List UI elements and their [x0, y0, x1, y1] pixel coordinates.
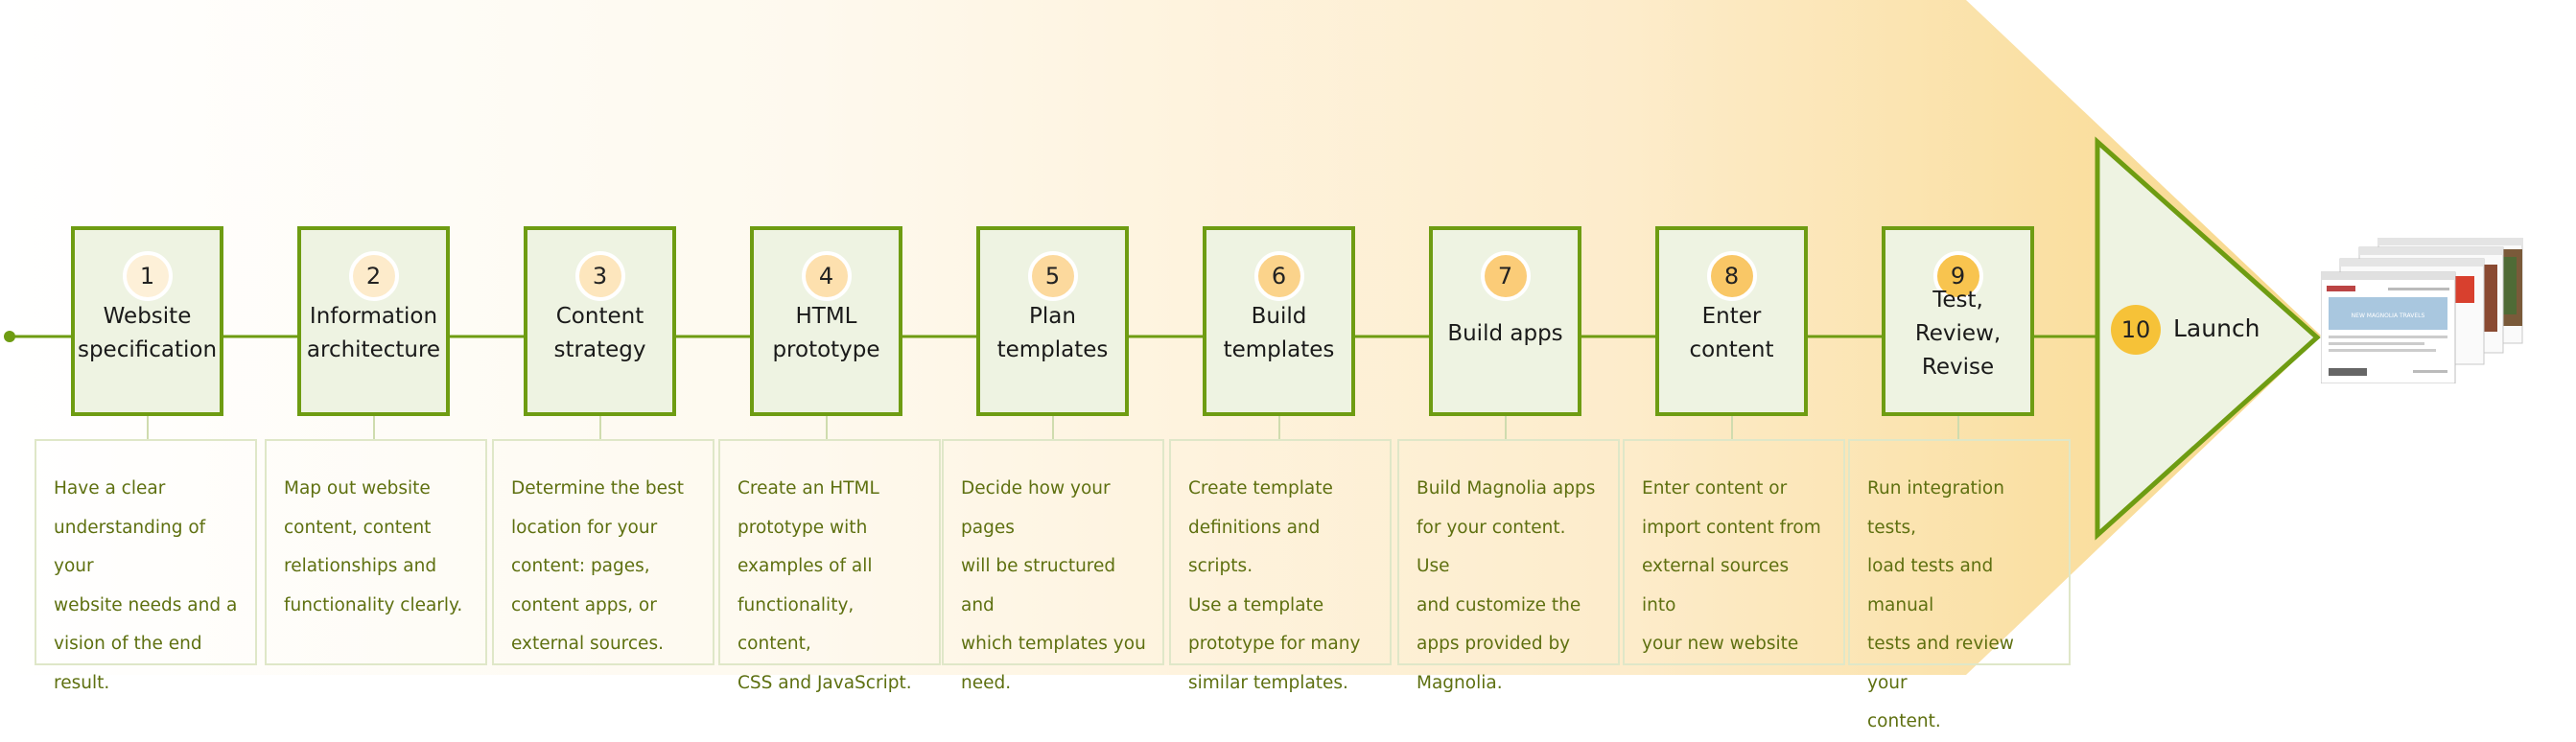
description-line: Decide how your pages	[961, 478, 1111, 538]
step-number-5: 5	[1027, 251, 1078, 301]
description-line: prototype with	[738, 517, 868, 538]
description-line: Build Magnolia apps	[1417, 478, 1596, 499]
step-connector-9	[1957, 416, 1959, 439]
description-line: need.	[961, 672, 1012, 693]
description-line: relationships and	[284, 556, 437, 576]
step-description-8: Enter content or import content from exter…	[1623, 439, 1845, 665]
step-number-4: 4	[801, 251, 852, 301]
description-line: Magnolia.	[1417, 672, 1503, 693]
step-number-10: 10	[2111, 305, 2161, 355]
step-number-8: 8	[1706, 251, 1757, 301]
launch-label: Launch	[2173, 314, 2260, 342]
description-line: external sources.	[511, 634, 664, 654]
step-connector-5	[1052, 416, 1054, 439]
description-line: location for your	[511, 517, 658, 538]
description-line: content, content	[284, 517, 432, 538]
step-description-9: Run integration tests, load tests and man…	[1848, 439, 2071, 731]
step-connector-2	[373, 416, 375, 439]
description-line: prototype for many	[1188, 634, 1361, 654]
step-connector-7	[1505, 416, 1507, 439]
description-line: understanding of your	[54, 517, 206, 577]
step-connector-1	[147, 416, 149, 439]
launch-triangle	[2095, 136, 2321, 541]
website-screenshot-image: NEW MAGNOLIA TRAVELS	[2321, 238, 2523, 383]
description-line: definitions and scripts.	[1188, 517, 1321, 577]
description-line: apps provided by	[1417, 634, 1571, 654]
timeline-start-dot	[4, 331, 15, 342]
description-line: functionality clearly.	[284, 594, 463, 615]
step-title-6: Build templates	[1223, 304, 1335, 362]
step-connector-4	[826, 416, 828, 439]
step-title-1: Website specification	[77, 304, 218, 362]
step-description-2: Map out website content, content relations…	[265, 439, 487, 665]
screenshot-banner-text: NEW MAGNOLIA TRAVELS	[2352, 313, 2425, 319]
step-description-1: Have a clear understanding of your website…	[35, 439, 257, 693]
description-line: content.	[1867, 711, 1941, 731]
step-number-1: 1	[122, 251, 173, 301]
description-line: content: pages,	[511, 556, 650, 576]
step-description-7: Build Magnolia apps for your content. Use…	[1397, 439, 1620, 693]
step-number-2: 2	[348, 251, 399, 301]
step-title-3: Content strategy	[553, 304, 646, 362]
description-line: import content from	[1642, 517, 1821, 538]
description-line: and customize the	[1417, 594, 1581, 615]
step-description-5: Decide how your pages will be structured …	[942, 439, 1164, 693]
description-line: functionality, content,	[738, 594, 855, 655]
description-line: for your content. Use	[1417, 517, 1566, 577]
description-line: your new website	[1642, 634, 1799, 654]
description-line: Determine the best	[511, 478, 684, 499]
step-title-7: Build apps	[1447, 320, 1563, 346]
description-line: CSS and JavaScript.	[738, 672, 912, 693]
description-line: which templates you	[961, 634, 1146, 654]
description-line: Create an HTML	[738, 478, 879, 499]
step-title-9: Test, Review, Revise	[1914, 287, 2002, 380]
step-connector-3	[599, 416, 601, 439]
description-line: external sources into	[1642, 556, 1790, 615]
description-line: website needs and a	[54, 594, 238, 615]
description-line: Use a template	[1188, 594, 1324, 615]
step-title-5: Plan templates	[996, 304, 1109, 362]
step-title-2: Information architecture	[306, 304, 441, 362]
step-description-6: Create template definitions and scripts. U…	[1169, 439, 1392, 693]
description-line: content apps, or	[511, 594, 657, 615]
description-line: similar templates.	[1188, 672, 1348, 693]
step-connector-8	[1731, 416, 1733, 439]
step-number-6: 6	[1253, 251, 1304, 301]
step-title-4: HTML prototype	[772, 304, 880, 362]
description-line: tests and review your	[1867, 634, 2014, 693]
step-number-7: 7	[1480, 251, 1531, 301]
step-number-9: 9	[1932, 251, 1983, 301]
description-line: load tests and manual	[1867, 556, 1994, 615]
description-line: examples of all	[738, 556, 873, 576]
step-title-8: Enter content	[1689, 304, 1774, 362]
step-number-3: 3	[574, 251, 625, 301]
description-line: Enter content or	[1642, 478, 1788, 499]
description-line: Run integration tests,	[1867, 478, 2004, 538]
description-line: will be structured and	[961, 556, 1116, 615]
description-line: Map out website	[284, 478, 431, 499]
step-description-4: Create an HTML prototype with examples of …	[718, 439, 941, 693]
description-line: result.	[54, 672, 110, 693]
step-connector-6	[1278, 416, 1280, 439]
step-description-3: Determine the best location for your conte…	[492, 439, 714, 665]
description-line: vision of the end	[54, 634, 202, 654]
description-line: Create template	[1188, 478, 1333, 499]
description-line: Have a clear	[54, 478, 166, 499]
